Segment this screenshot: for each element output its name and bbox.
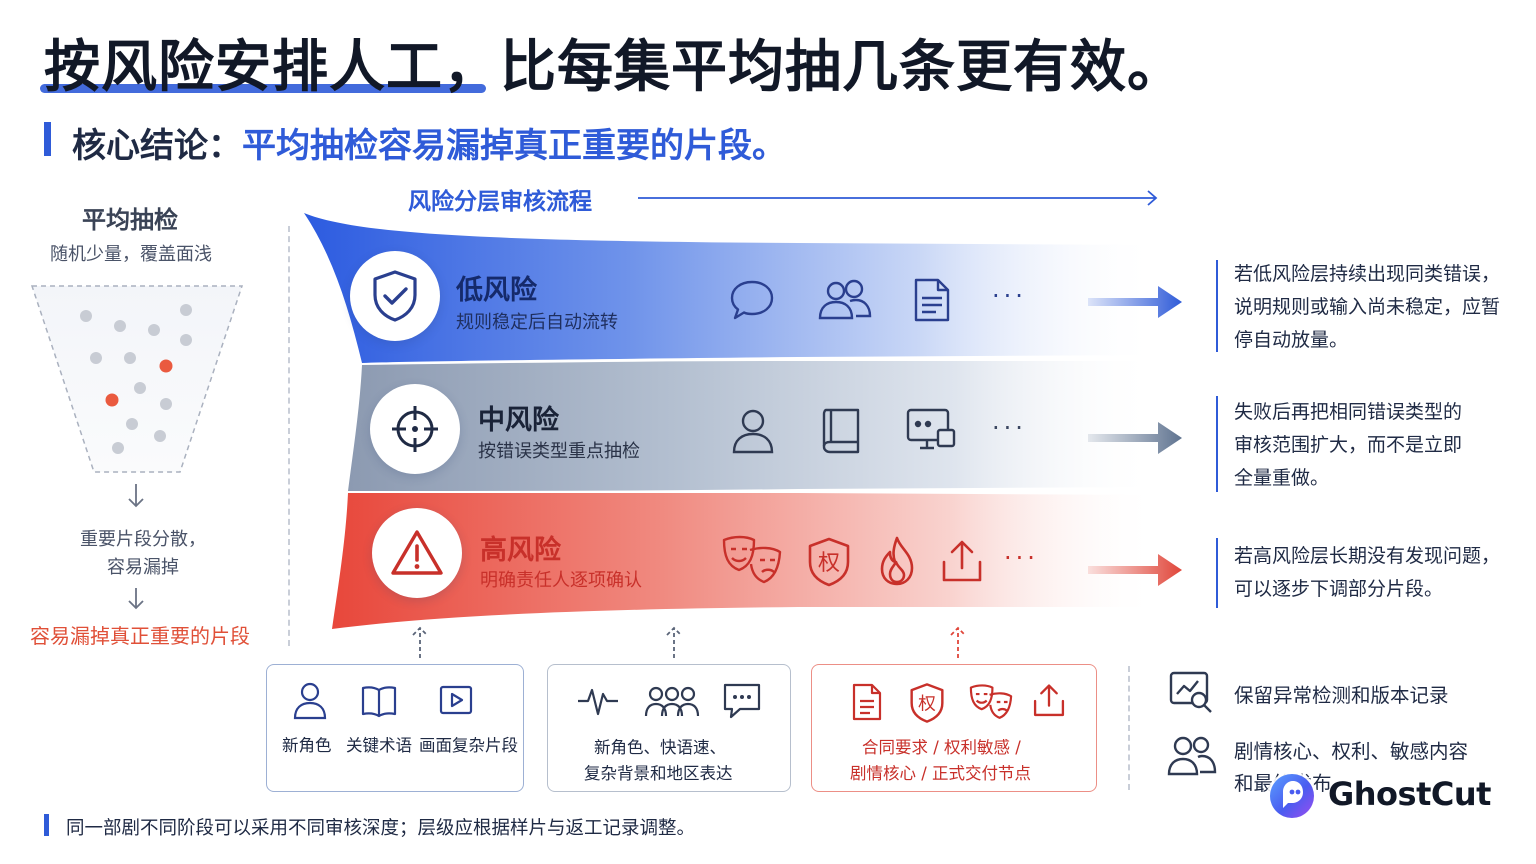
rights-shield-small-icon: 权 (910, 683, 944, 723)
down-arrow-icon (128, 484, 144, 508)
footer-accent-bar (44, 814, 49, 836)
page-title: 按风险安排人工，比每集平均抽几条更有效。 (44, 35, 1184, 100)
box2-line2: 复杂背景和地区表达 (584, 764, 733, 783)
fire-icon (880, 536, 914, 586)
low-risk-note-bar (1216, 260, 1218, 352)
up-arrow-icon (412, 626, 428, 658)
left-subtitle: 随机少量，覆盖面浅 (50, 244, 212, 265)
shield-check-icon (373, 270, 417, 322)
ghostcut-logo-text: GhostCut (1328, 775, 1491, 813)
waveform-icon (578, 688, 618, 716)
low-risk-desc: 规则稳定后自动流转 (456, 312, 618, 333)
team-icon (1167, 736, 1217, 776)
footer-note: 同一部剧不同阶段可以采用不同审核深度；层级应根据样片与返工记录调整。 (66, 818, 696, 839)
chat-bubble-icon (730, 280, 774, 320)
masks-icon (722, 535, 782, 584)
crosshair-icon (392, 406, 438, 452)
ghostcut-logo-icon (1266, 772, 1318, 824)
flow-arrow-icon (638, 190, 1158, 206)
sampling-funnel-icon (30, 285, 244, 473)
users-icon (818, 279, 872, 320)
low-risk-more: ··· (992, 282, 1027, 310)
video-frame-icon (439, 685, 473, 715)
subtitle-accent-bar (44, 122, 51, 156)
inspect-icon (1169, 671, 1212, 713)
left-miss-text: 容易漏掉真正重要的片段 (30, 624, 250, 648)
subtitle: 核心结论：平均抽检容易漏掉真正重要的片段。 (72, 118, 786, 167)
high-risk-note: 若高风险层长期没有发现问题，可以逐步下调部分片段。 (1234, 545, 1501, 600)
box2-line1: 新角色、快语速、 (594, 738, 726, 757)
open-book-icon (361, 686, 397, 718)
rights-char-small: 权 (918, 693, 936, 714)
rights-shield-icon: 权 (808, 537, 850, 587)
up-arrow-icon (950, 626, 966, 658)
medium-risk-badge (370, 384, 460, 474)
risk-bands (304, 213, 1158, 629)
subtitle-highlight: 平均抽检容易漏掉真正重要的片段。 (242, 126, 786, 166)
title-underline (40, 84, 486, 93)
box1-label-key-terms: 关键术语 (346, 736, 412, 755)
medium-risk-desc: 按错误类型重点抽检 (478, 441, 640, 462)
high-risk-note-bar (1216, 538, 1218, 608)
low-risk-name: 低风险 (456, 275, 537, 306)
upload-small-icon (1033, 684, 1065, 717)
book-icon (822, 408, 860, 454)
box3-line1: 合同要求 / 权利敏感 / (862, 738, 1021, 757)
flow-title: 风险分层审核流程 (408, 189, 592, 215)
medium-risk-note-bar (1216, 396, 1218, 492)
high-risk-badge (372, 508, 462, 598)
masks-small-icon (969, 684, 1013, 719)
high-risk-name: 高风险 (480, 535, 561, 566)
new-role-icon (293, 682, 327, 720)
bottom-divider (1128, 666, 1130, 790)
box1-label-new-role: 新角色 (282, 736, 332, 755)
rights-char: 权 (818, 551, 840, 576)
left-scatter-text: 重要片段分散，容易漏掉 (80, 529, 206, 578)
subtitle-prefix: 核心结论： (72, 126, 242, 166)
low-risk-arrow-icon (1088, 286, 1182, 318)
box1-label-complex-scenes: 画面复杂片段 (419, 736, 518, 755)
message-dots-icon (723, 683, 761, 719)
document-icon (914, 278, 950, 322)
medium-risk-note: 失败后再把相同错误类型的审核范围扩大，而不是立即全量重做。 (1234, 401, 1463, 489)
medium-risk-name: 中风险 (478, 405, 559, 436)
up-arrow-icon (666, 626, 682, 658)
contract-icon (852, 683, 882, 721)
high-risk-more: ··· (1004, 544, 1039, 572)
low-risk-badge (350, 251, 440, 341)
user-icon (732, 409, 774, 454)
medium-risk-more: ··· (992, 414, 1027, 442)
screen-icon (906, 408, 956, 450)
high-risk-arrow-icon (1088, 554, 1182, 586)
medium-risk-arrow-icon (1088, 422, 1182, 454)
low-risk-cases-box (266, 664, 524, 792)
side-item-inspect: 保留异常检测和版本记录 (1234, 684, 1449, 707)
warning-icon (391, 530, 443, 575)
box3-line2: 剧情核心 / 正式交付节点 (850, 764, 1032, 783)
left-title: 平均抽检 (82, 206, 178, 234)
group-icon (644, 686, 700, 717)
low-risk-note: 若低风险层持续出现同类错误，说明规则或输入尚未稳定，应暂停自动放量。 (1234, 263, 1501, 351)
left-divider (288, 226, 290, 646)
upload-icon (942, 540, 982, 582)
high-risk-desc: 明确责任人逐项确认 (480, 570, 642, 591)
down-arrow-icon (128, 588, 144, 610)
